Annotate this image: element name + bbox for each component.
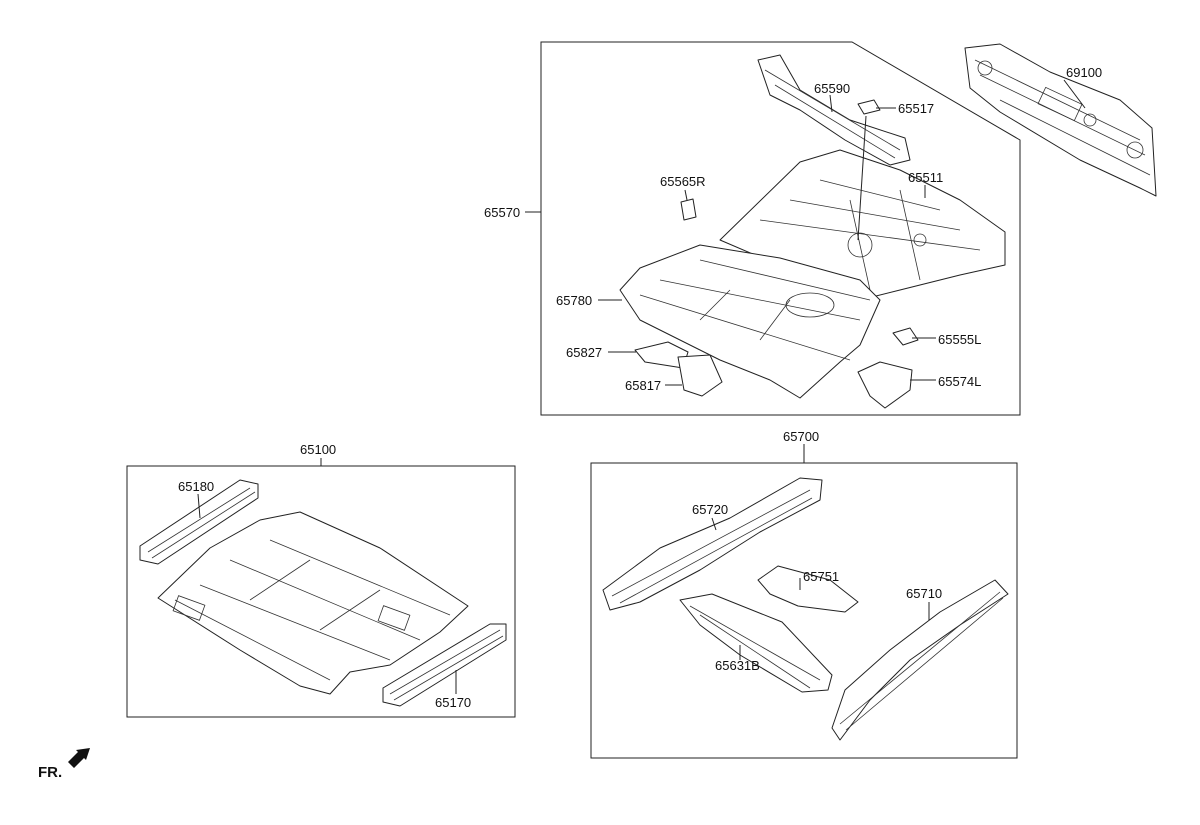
label-65100: 65100 <box>300 442 336 457</box>
label-65751: 65751 <box>803 569 839 584</box>
label-65817: 65817 <box>625 378 661 393</box>
part-65555L-bracket[interactable] <box>892 327 919 346</box>
part-65100-center-floor-panel[interactable] <box>157 511 469 695</box>
front-direction-marker: FR. <box>38 748 90 781</box>
part-69100-back-panel[interactable] <box>964 43 1157 197</box>
label-65827: 65827 <box>566 345 602 360</box>
rear-floor-group-frame <box>540 41 1021 416</box>
part-65751-bracket[interactable] <box>757 565 859 613</box>
part-65817-bracket[interactable] <box>677 354 723 397</box>
leader-lines <box>197 79 1086 694</box>
label-65180: 65180 <box>178 479 214 494</box>
part-65574L-bracket[interactable] <box>857 361 913 409</box>
label-65700: 65700 <box>783 429 819 444</box>
label-69100: 69100 <box>1066 65 1102 80</box>
front-arrow-icon <box>68 748 90 768</box>
part-65565R-bracket[interactable] <box>680 198 697 221</box>
label-65720: 65720 <box>692 502 728 517</box>
label-65631B: 65631B <box>715 658 760 673</box>
label-65710: 65710 <box>906 586 942 601</box>
label-65565R: 65565R <box>660 174 706 189</box>
label-65511: 65511 <box>908 170 943 185</box>
part-65710-side-member[interactable] <box>831 579 1009 741</box>
label-65780: 65780 <box>556 293 592 308</box>
part-65170-side-member[interactable] <box>382 623 507 707</box>
part-65180-side-member[interactable] <box>139 479 259 565</box>
label-65555L: 65555L <box>938 332 981 347</box>
front-direction-label: FR. <box>38 764 62 781</box>
label-65170: 65170 <box>435 695 471 710</box>
part-65780-front-floor-rear[interactable] <box>619 244 881 399</box>
part-65631B-rear-crossmember[interactable] <box>679 593 833 693</box>
part-65517-bracket[interactable] <box>857 99 881 115</box>
part-65720-side-member[interactable] <box>602 477 823 611</box>
label-65517: 65517 <box>898 101 934 116</box>
label-65570: 65570 <box>484 205 520 220</box>
part-65590-crossmember[interactable] <box>757 54 911 166</box>
label-65574L: 65574L <box>938 374 981 389</box>
label-65590: 65590 <box>814 81 850 96</box>
